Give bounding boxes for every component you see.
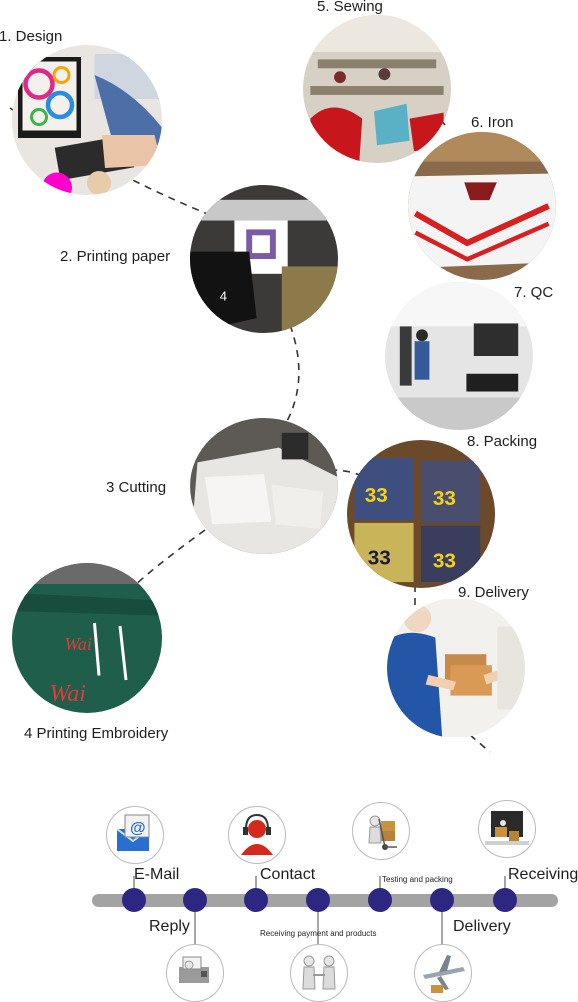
svg-text:Wai: Wai [50, 681, 86, 707]
embroidery-photo: Wai Wai [12, 563, 162, 713]
timeline-label-delivery: Delivery [453, 918, 511, 935]
timeline-label-email: E-Mail [134, 866, 180, 883]
step-label-embroidery: 4 Printing Embroidery [24, 725, 169, 742]
svg-text:33: 33 [433, 487, 456, 510]
sewing-photo [303, 15, 451, 163]
step-label-iron: 6. Iron [471, 114, 514, 131]
timeline [92, 876, 558, 950]
timeline-label-reply: Reply [149, 918, 190, 935]
svg-text:33: 33 [433, 549, 456, 572]
step-label-sewing: 5. Sewing [317, 0, 383, 15]
svg-text:33: 33 [368, 546, 391, 569]
step-label-cutting: 3 Cutting [106, 479, 167, 496]
airplane-icon [414, 944, 472, 1002]
timeline-node [493, 888, 517, 912]
timeline-node [244, 888, 268, 912]
handshake-icon [290, 944, 348, 1002]
delivery-photo [387, 598, 525, 738]
svg-text:Wai: Wai [65, 634, 92, 654]
step-label-delivery: 9. Delivery [458, 584, 529, 601]
timeline-node [183, 888, 207, 912]
svg-text:33: 33 [365, 484, 388, 507]
qc-photo [385, 282, 533, 430]
timeline-label-testing: Testing and packing [382, 875, 453, 884]
timeline-label-payment: Receiving payment and products [260, 929, 377, 938]
printing-paper-photo: 4 [190, 185, 338, 333]
timeline-node [122, 888, 146, 912]
packing-photo: 33 33 33 33 [347, 440, 495, 588]
process-dash-line [9, 49, 491, 753]
hand-truck-icon [352, 802, 410, 860]
step-label-printing-paper: 2. Printing paper [60, 248, 171, 265]
timeline-node [368, 888, 392, 912]
step-label-packing: 8. Packing [467, 433, 538, 450]
timeline-node [306, 888, 330, 912]
timeline-node [430, 888, 454, 912]
svg-text:@: @ [130, 820, 146, 837]
fax-icon [166, 944, 224, 1002]
timeline-label-contact: Contact [260, 866, 316, 883]
design-photo [12, 45, 162, 195]
headset-icon [228, 806, 286, 864]
svg-text:4: 4 [220, 288, 228, 303]
step-label-qc: 7. QC [514, 284, 554, 301]
timeline-label-receiving: Receiving [508, 866, 578, 883]
box-icon [478, 800, 536, 858]
cutting-photo [190, 418, 338, 554]
iron-photo [408, 132, 556, 280]
step-label-design: 1. Design [0, 28, 63, 45]
email-icon: @ [106, 806, 164, 864]
